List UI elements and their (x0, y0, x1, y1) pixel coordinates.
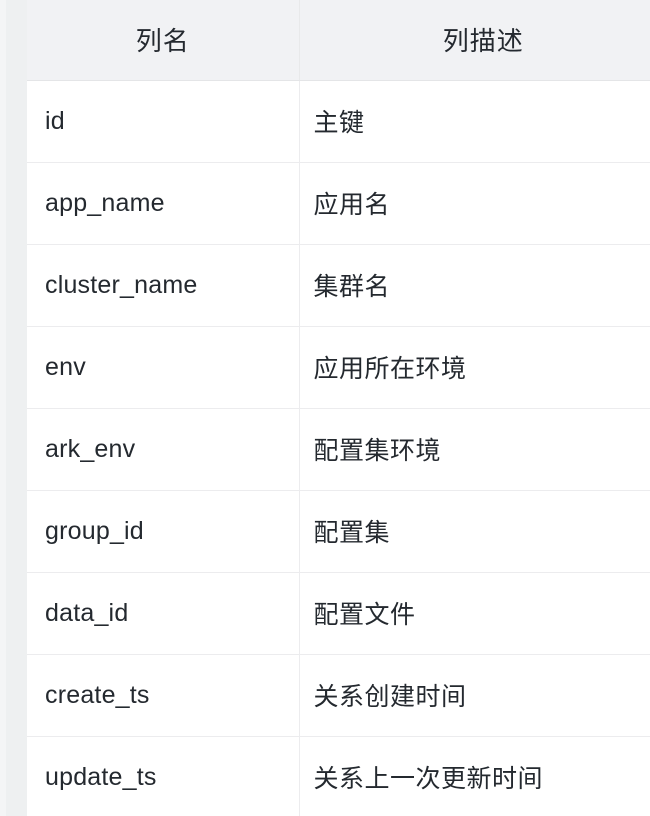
cell-column-name: data_id (27, 572, 300, 655)
cell-column-description: 配置集 (299, 490, 650, 573)
cell-column-description: 关系创建时间 (299, 654, 650, 737)
cell-column-description: 主键 (299, 80, 650, 163)
cell-column-name: id (27, 80, 300, 163)
cell-column-description: 集群名 (299, 244, 650, 327)
cell-column-name: app_name (27, 162, 300, 245)
column-header-name[interactable]: 列名 (27, 0, 300, 81)
cell-column-description: 关系上一次更新时间 (299, 736, 650, 816)
cell-column-name: create_ts (27, 654, 300, 737)
column-header-description[interactable]: 列描述 (299, 0, 650, 81)
cell-column-description: 配置文件 (299, 572, 650, 655)
cell-column-name: cluster_name (27, 244, 300, 327)
cell-column-name: ark_env (27, 408, 300, 491)
cell-column-name: update_ts (27, 736, 300, 816)
page-left-gutter (0, 0, 6, 816)
cell-column-name: env (27, 326, 300, 409)
cell-column-description: 应用名 (299, 162, 650, 245)
cell-column-description: 应用所在环境 (299, 326, 650, 409)
table-header: 列名 列描述 (27, 0, 650, 81)
header-row: 列名 列描述 (27, 0, 650, 81)
cell-column-description: 配置集环境 (299, 408, 650, 491)
cell-column-name: group_id (27, 490, 300, 573)
